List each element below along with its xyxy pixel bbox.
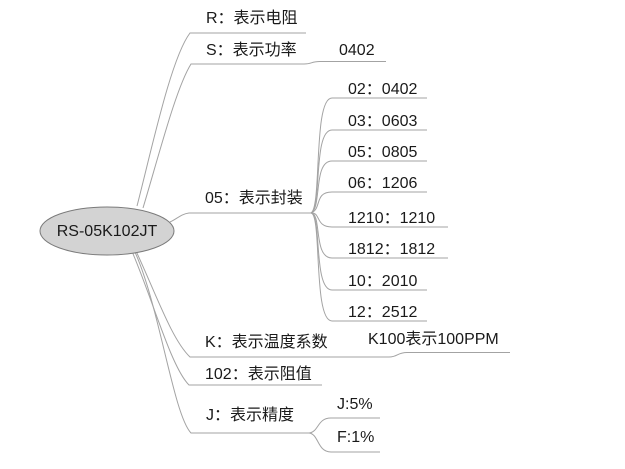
edge-temp-coefficient bbox=[135, 250, 510, 358]
node-temp-coefficient[interactable]: K：表示温度系数 bbox=[205, 333, 328, 351]
node-package-child-1812[interactable]: 1812：1812 bbox=[348, 241, 435, 258]
edge-resistance-value bbox=[130, 248, 322, 386]
root-node-ellipse[interactable] bbox=[39, 206, 175, 256]
root-node-label: RS-05K102JT bbox=[57, 223, 158, 240]
node-package-child-0603[interactable]: 03：0603 bbox=[348, 113, 417, 130]
node-package-child-0805[interactable]: 05：0805 bbox=[348, 144, 417, 161]
node-power-child[interactable]: 0402 bbox=[339, 42, 375, 59]
root-node[interactable]: RS-05K102JT bbox=[39, 206, 175, 256]
node-package-child-1206[interactable]: 06：1206 bbox=[348, 175, 417, 192]
edge-precision-child-j5 bbox=[308, 417, 380, 434]
edge-power bbox=[142, 61, 386, 209]
edge-package-child-0805 bbox=[310, 160, 427, 214]
edge-resistance bbox=[136, 32, 306, 207]
node-precision[interactable]: J：表示精度 bbox=[206, 406, 294, 424]
edge-package-child-1210 bbox=[310, 212, 448, 228]
node-package-child-2010[interactable]: 10：2010 bbox=[348, 273, 417, 290]
node-package-child-2512[interactable]: 12：2512 bbox=[348, 304, 417, 321]
edge-package-child-0603 bbox=[310, 129, 427, 214]
edge-package-child-1812 bbox=[310, 212, 448, 259]
node-precision-child-j5[interactable]: J:5% bbox=[337, 396, 373, 413]
node-package-child-1210[interactable]: 1210：1210 bbox=[348, 210, 435, 227]
edge-package bbox=[169, 212, 311, 223]
edge-package-child-1206 bbox=[310, 191, 427, 214]
edge-package-child-2512 bbox=[310, 212, 427, 322]
edge-precision-child-f1 bbox=[308, 432, 380, 453]
node-temp-coefficient-child[interactable]: K100表示100PPM bbox=[368, 330, 499, 348]
node-resistance-value[interactable]: 102：表示阻值 bbox=[205, 365, 312, 383]
node-package-child-0402[interactable]: 02：0402 bbox=[348, 81, 417, 98]
node-package[interactable]: 05：表示封装 bbox=[205, 189, 303, 207]
node-precision-child-f1[interactable]: F:1% bbox=[337, 429, 374, 446]
node-power[interactable]: S：表示功率 bbox=[206, 41, 297, 59]
edge-precision bbox=[133, 249, 309, 434]
node-resistance[interactable]: R：表示电阻 bbox=[206, 9, 298, 27]
edges bbox=[130, 32, 510, 453]
